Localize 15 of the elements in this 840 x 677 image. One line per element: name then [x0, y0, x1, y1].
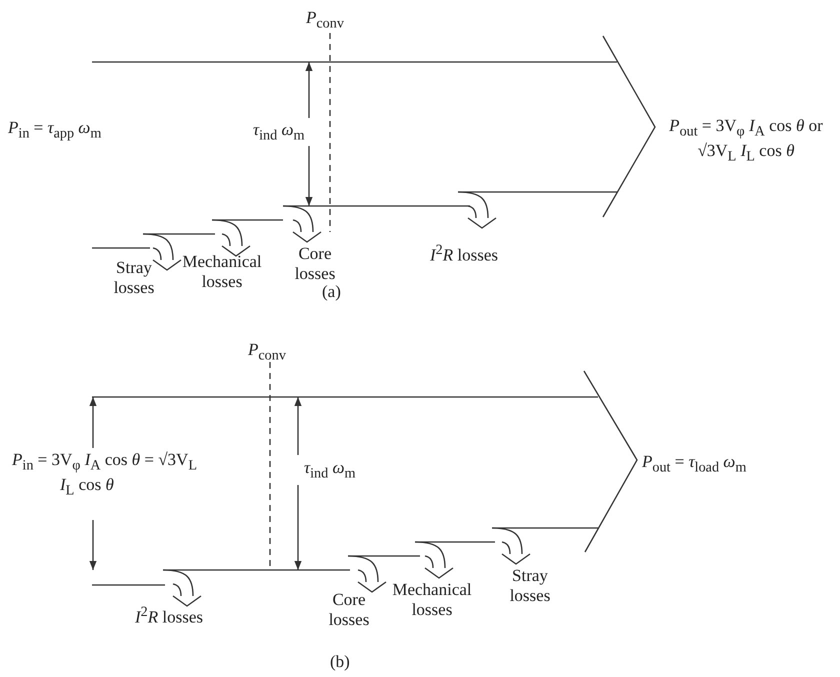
formula-label: P$_{out}$ = τ$_{load}$ ω$_{m}$: [642, 452, 746, 478]
loss-label: Core losses: [328, 590, 370, 630]
loss-label: Mechanical losses: [181, 252, 263, 292]
loss-label: I$^{2}$R losses: [135, 603, 204, 628]
loss-label: Stray losses: [112, 258, 156, 298]
loss-label: I$^{2}$R losses: [430, 241, 498, 266]
formula-label: P$_{conv}$: [306, 8, 344, 34]
loss-label: Core losses: [294, 244, 336, 284]
panel-label: (b): [330, 652, 350, 672]
loss-label: Mechanical losses: [391, 580, 473, 620]
formula-label: P$_{in}$ = τ$_{app}$ ω$_{m}$: [8, 118, 102, 144]
loss-label: Stray losses: [508, 566, 552, 606]
formula-label: P$_{out}$ = 3V$_{φ}$ I$_{A}$ cos θ or √3V$_{L}$ I$_{L}$ cos θ: [668, 116, 824, 167]
formula-label: P$_{conv}$: [248, 340, 286, 366]
panel-label: (a): [322, 282, 341, 302]
